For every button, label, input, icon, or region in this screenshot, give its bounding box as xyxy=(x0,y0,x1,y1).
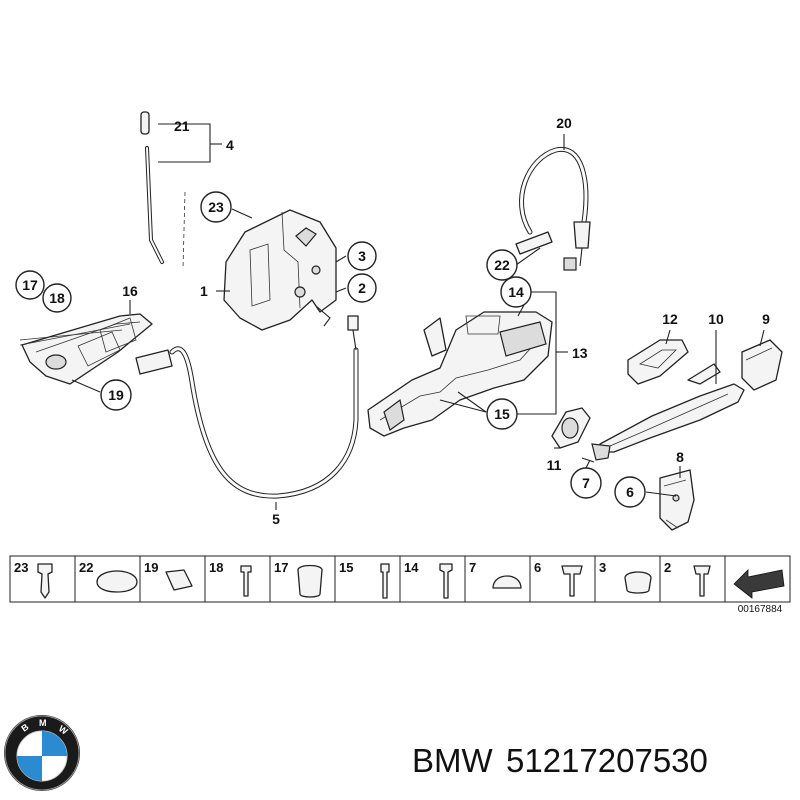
callout-23-circle xyxy=(200,191,232,223)
strip-part-icon xyxy=(96,570,138,593)
inner-handle xyxy=(21,313,173,385)
callout-12: 12 xyxy=(662,311,678,327)
parts-strip-cells: 23 22 19 18 17 15 14 7 6 3 2 xyxy=(9,555,791,603)
callout-22-circle xyxy=(486,249,518,281)
end-cap xyxy=(741,339,783,391)
callout-17-circle xyxy=(15,270,45,300)
strip-label: 19 xyxy=(144,560,158,575)
strip-label: 18 xyxy=(209,560,223,575)
callouts: 21 4 23 1 3 2 17 18 16 19 5 20 22 14 13 … xyxy=(15,115,770,527)
strip-label: 15 xyxy=(339,560,353,575)
bmw-logo-icon: B M W xyxy=(4,715,80,791)
strip-cell-15: 15 xyxy=(334,555,401,603)
callout-6: 6 xyxy=(626,484,634,500)
callout-14-circle xyxy=(500,276,532,308)
strip-cell-6: 6 xyxy=(529,555,596,603)
callout-8: 8 xyxy=(676,449,684,465)
callout-17: 17 xyxy=(22,277,38,293)
bowden-cable xyxy=(169,315,359,499)
strip-arrow-cell xyxy=(724,555,791,603)
strip-label: 23 xyxy=(14,560,28,575)
strip-label: 3 xyxy=(599,560,606,575)
reinforcement-bracket xyxy=(659,469,695,531)
callout-22: 22 xyxy=(494,257,510,273)
callout-21: 21 xyxy=(174,118,190,134)
callout-6-circle xyxy=(614,476,646,508)
callout-2: 2 xyxy=(358,280,366,296)
lock-cable xyxy=(515,146,591,271)
callout-1: 1 xyxy=(200,283,208,299)
lock-rod xyxy=(140,111,222,269)
diagram-code: 00167884 xyxy=(738,604,783,615)
callout-18: 18 xyxy=(49,290,65,306)
leader-lines xyxy=(19,134,765,510)
brand-name: BMW xyxy=(412,742,494,779)
callout-11: 11 xyxy=(547,457,562,473)
strip-label: 22 xyxy=(79,560,93,575)
strip-label: 17 xyxy=(274,560,288,575)
strip-label: 2 xyxy=(664,560,671,575)
strip-label: 7 xyxy=(469,560,476,575)
callout-18-circle xyxy=(42,283,72,313)
callout-4: 4 xyxy=(226,137,234,153)
strip-part-icon xyxy=(380,563,390,599)
callout-10: 10 xyxy=(708,311,724,327)
strip-part-icon xyxy=(439,563,453,599)
callout-15-circle xyxy=(486,398,518,430)
strip-label: 14 xyxy=(404,560,419,575)
callout-7: 7 xyxy=(582,475,590,491)
part-number: 51217207530 xyxy=(506,742,708,779)
strip-cell-17: 17 xyxy=(269,555,336,603)
strip-part-icon xyxy=(693,565,711,597)
logo-letter-m: M xyxy=(39,718,47,728)
strip-part-icon xyxy=(492,575,522,589)
callout-7-circle xyxy=(570,467,602,499)
strip-cell-14: 14 xyxy=(399,555,466,603)
gaskets xyxy=(551,339,689,449)
strip-part-icon xyxy=(240,565,252,597)
callout-20: 20 xyxy=(556,115,572,131)
callout-9: 9 xyxy=(762,311,770,327)
callout-3: 3 xyxy=(358,248,366,264)
callout-5: 5 xyxy=(272,511,280,527)
callout-23: 23 xyxy=(208,199,224,215)
handle-carrier xyxy=(367,311,553,437)
callout-15: 15 xyxy=(494,406,510,422)
strip-label: 6 xyxy=(534,560,541,575)
strip-part-icon xyxy=(37,563,53,599)
callout-16: 16 xyxy=(122,283,138,299)
strip-part-icon xyxy=(297,564,323,598)
callout-19: 19 xyxy=(108,387,124,403)
callout-14: 14 xyxy=(508,284,524,300)
logo-letter-b: B xyxy=(19,721,30,733)
callout-13: 13 xyxy=(572,345,588,361)
direction-arrow-icon xyxy=(733,569,785,599)
callout-3-circle xyxy=(347,241,377,271)
callout-19-circle xyxy=(100,379,132,411)
strip-part-icon xyxy=(624,571,652,594)
outer-handle xyxy=(581,363,745,463)
strip-part-icon xyxy=(165,569,193,591)
strip-part-icon xyxy=(561,565,583,597)
callout-2-circle xyxy=(347,273,377,303)
door-lock xyxy=(223,209,337,331)
